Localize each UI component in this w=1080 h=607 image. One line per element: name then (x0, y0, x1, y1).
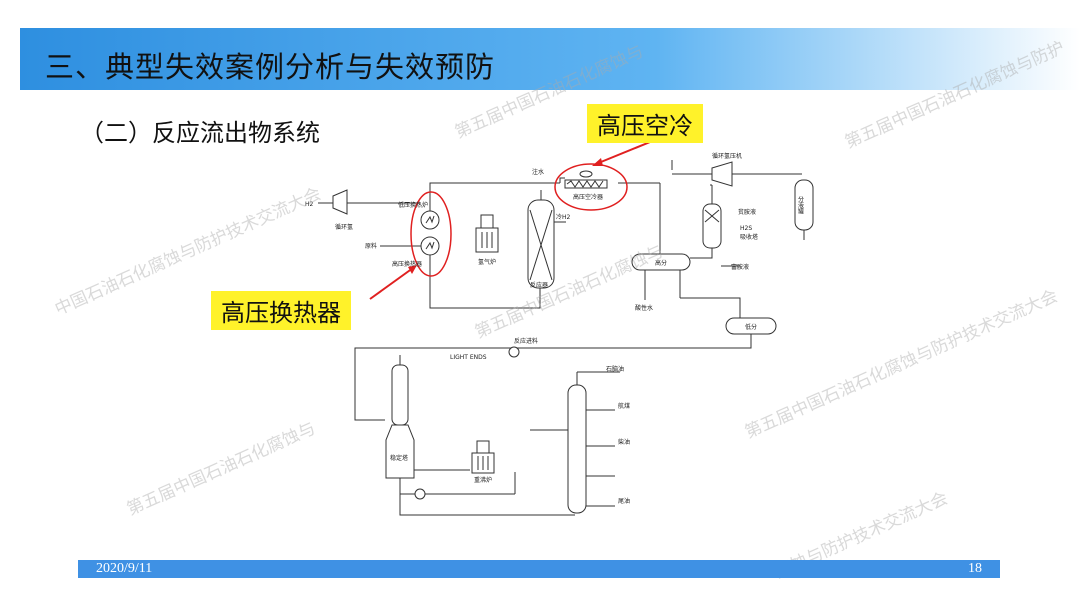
label-reaction-feed: 反应进料 (514, 337, 538, 345)
stabilizer-column (391, 364, 409, 426)
label-light-ends: LIGHT ENDS (450, 354, 487, 361)
label-hp-exchanger: 高压换热器 (392, 260, 422, 268)
arrow-exchanger (369, 267, 414, 300)
label-tail-oil: 尾油 (618, 497, 630, 505)
label-feed: 原料 (365, 242, 377, 250)
label-reboiler: 重沸炉 (474, 476, 492, 484)
label-reactor: 反应器 (530, 281, 548, 289)
highlight-air-cooler (554, 163, 628, 211)
label-naphtha: 石脑油 (606, 365, 624, 373)
label-h2-furnace: 氢气炉 (478, 258, 496, 266)
label-h2: H2 (305, 201, 314, 208)
label-lp-separator: 低分 (745, 323, 757, 331)
label-lean-amine: 贫胺液 (738, 208, 756, 216)
footer-date: 2020/9/11 (96, 561, 153, 576)
label-diesel: 柴油 (618, 438, 630, 446)
recycle-h2-compressor (332, 189, 348, 215)
footer-bar (78, 560, 1000, 578)
callout-air-cooler: 高压空冷 (587, 104, 703, 143)
hp-separator (631, 253, 691, 271)
label-h2s: H2S (740, 225, 752, 232)
page-number: 18 (968, 561, 982, 576)
label-kerosene: 航煤 (618, 402, 630, 410)
label-separator-tank: 分液罐 (797, 195, 804, 215)
recycle-gas-compressor (711, 161, 733, 187)
feed-exchanger (508, 346, 520, 358)
label-wash-water: 注水 (532, 168, 544, 176)
label-absorber: 吸收塔 (740, 233, 758, 241)
exchanger-lower (420, 236, 440, 256)
hp-air-cooler (564, 179, 608, 189)
label-rich-amine: 富胺液 (731, 263, 749, 271)
label-compressor: 循环氢压机 (712, 152, 742, 160)
label-cold-h2: 冷H2 (556, 213, 571, 221)
pump (414, 488, 426, 500)
label-hp-separator: 高分 (655, 259, 667, 267)
highlight-exchanger (410, 191, 452, 277)
header-bar (20, 28, 1080, 90)
exchanger-upper (420, 210, 440, 230)
fractionator-column (567, 384, 587, 514)
page-title: 三、典型失效案例分析与失效预防 (45, 50, 496, 84)
label-stabilizer: 稳定塔 (390, 454, 408, 462)
arrow-air-cooler (595, 139, 656, 165)
label-recycle-h2: 循环氢 (335, 223, 353, 231)
section-subtitle: （二）反应流出物系统 (80, 119, 320, 147)
label-low-furnace: 低压换热炉 (398, 201, 428, 209)
label-air-cooler: 高压空冷器 (573, 193, 603, 201)
callout-heat-exchanger: 高压换热器 (211, 291, 351, 330)
label-acid-water: 酸性水 (635, 304, 653, 312)
